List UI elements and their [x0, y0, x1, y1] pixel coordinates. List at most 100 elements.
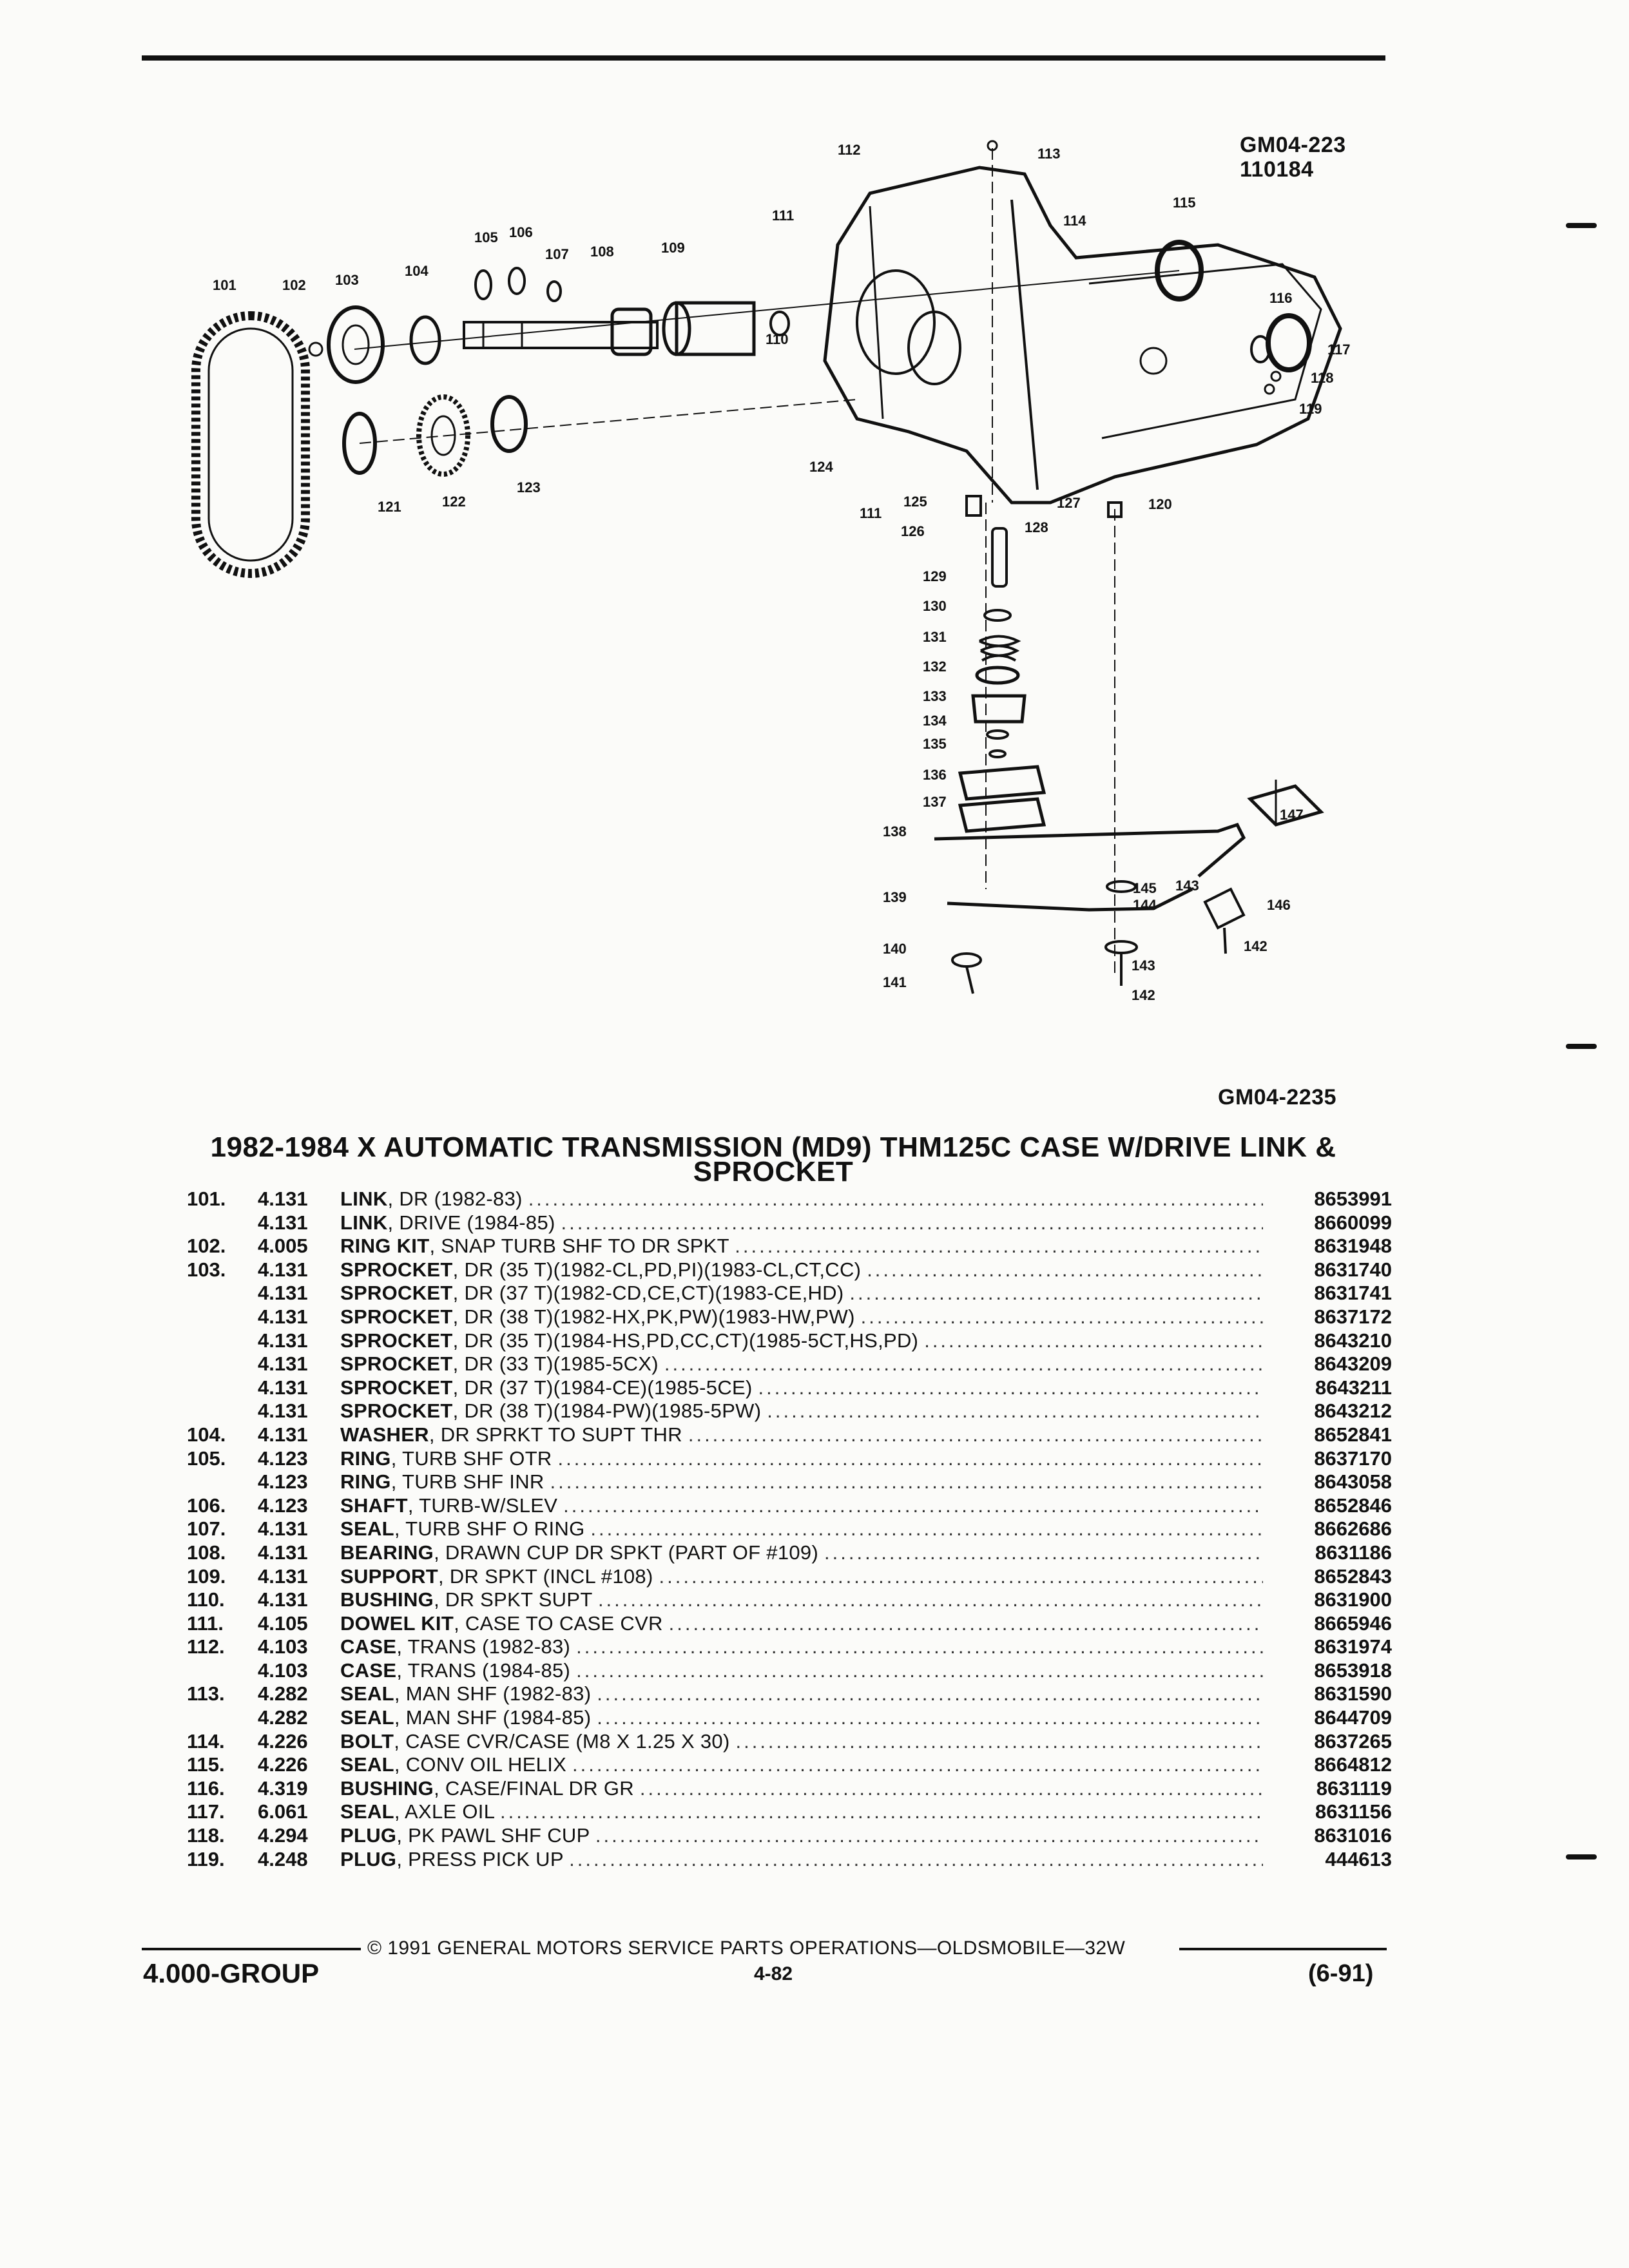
group-number: 4.123: [258, 1470, 308, 1494]
callout-106: 106: [509, 224, 533, 240]
part-detail: , AXLE OIL: [394, 1800, 495, 1823]
transmission-case-drawing: [823, 140, 1342, 505]
callout-103: 103: [335, 272, 359, 288]
ref-number: 102.: [187, 1235, 226, 1258]
ref-number: 107.: [187, 1517, 226, 1541]
part-name: RING: [340, 1470, 391, 1494]
callout-123: 123: [517, 479, 541, 495]
drive-chain-drawing: [191, 311, 310, 578]
leader-dots: ........................................…: [664, 1352, 1263, 1376]
part-number: 8631590: [1314, 1682, 1392, 1706]
section-title-line-1: 1982-1984 X AUTOMATIC TRANSMISSION (MD9)…: [210, 1131, 1336, 1163]
part-name: WASHER: [340, 1423, 429, 1446]
leader-dots: ........................................…: [824, 1541, 1263, 1564]
leader-dots: ........................................…: [563, 1494, 1263, 1517]
leader-dots: ........................................…: [597, 1706, 1263, 1729]
part-name: SPROCKET: [340, 1329, 453, 1352]
group-number: 4.131: [258, 1588, 308, 1611]
part-name: SEAL: [340, 1682, 394, 1706]
part-detail: , DR (35 T)(1982-CL,PD,PI)(1983-CL,CT,CC…: [452, 1258, 862, 1281]
ref-number: 119.: [187, 1847, 225, 1870]
footer-rule-right: [1179, 1948, 1387, 1950]
callout-134: 134: [923, 713, 947, 729]
part-number: 8631740: [1314, 1258, 1392, 1281]
callout-124: 124: [809, 459, 833, 475]
leader-dots: ........................................…: [569, 1847, 1263, 1870]
part-detail: , DR (35 T)(1984-HS,PD,CC,CT)(1985-5CT,H…: [452, 1329, 919, 1352]
callout-147: 147: [1280, 807, 1304, 823]
group-number: 4.131: [258, 1187, 308, 1210]
part-description: RING, TURB SHF INR .....................…: [340, 1470, 1263, 1494]
part-number: 444613: [1325, 1847, 1392, 1870]
part-description: SPROCKET, DR (38 T)(1982-HX,PK,PW)(1983-…: [340, 1305, 1263, 1329]
leader-dots: ........................................…: [867, 1258, 1263, 1281]
callout-101: 101: [213, 277, 236, 293]
callout-136: 136: [923, 767, 947, 783]
parts-row: 4.131 SPROCKET, DR (35 T)(1984-HS,PD,CC,C…: [187, 1329, 1392, 1353]
part-name: SPROCKET: [340, 1376, 453, 1399]
margin-mark: [1566, 1854, 1597, 1860]
part-number: 8631741: [1314, 1282, 1392, 1305]
ref-number: 106.: [187, 1494, 226, 1517]
part-name: RING KIT: [340, 1235, 430, 1258]
upper-shaft-parts-drawing: [308, 267, 1180, 384]
ref-number: 109.: [187, 1564, 226, 1588]
callout-132: 132: [923, 658, 947, 675]
group-number: 4.131: [258, 1211, 308, 1234]
ref-number: 116.: [187, 1776, 225, 1800]
part-description: RING KIT, SNAP TURB SHF TO DR SPKT .....…: [340, 1235, 1263, 1258]
group-number: 4.103: [258, 1635, 308, 1658]
figure-code: GM04-2235: [1218, 1085, 1337, 1110]
group-number: 4.282: [258, 1706, 308, 1729]
ref-number: 113.: [187, 1682, 225, 1706]
part-number: 8665946: [1314, 1611, 1392, 1635]
part-description: SPROCKET, DR (35 T)(1982-CL,PD,PI)(1983-…: [340, 1258, 1263, 1282]
group-number: 4.131: [258, 1329, 308, 1352]
part-number: 8631900: [1314, 1588, 1392, 1611]
part-number: 8643212: [1314, 1399, 1392, 1423]
lower-sprocket-parts-drawing: [342, 394, 858, 477]
ref-number: 108.: [187, 1541, 226, 1564]
part-detail: , DR (38 T)(1982-HX,PK,PW)(1983-HW,PW): [452, 1305, 855, 1328]
callout-143-lower: 143: [1132, 957, 1155, 974]
part-name: SPROCKET: [340, 1282, 453, 1305]
part-description: DOWEL KIT, CASE TO CASE CVR ............…: [340, 1612, 1263, 1636]
callout-113: 113: [1037, 146, 1061, 162]
part-description: SPROCKET, DR (35 T)(1984-HS,PD,CC,CT)(19…: [340, 1329, 1263, 1353]
part-name: SEAL: [340, 1800, 394, 1823]
parts-row: 4.123 RING, TURB SHF INR ................…: [187, 1470, 1392, 1494]
footer-rule-left: [142, 1948, 361, 1950]
part-description: SEAL, CONV OIL HELIX ...................…: [340, 1753, 1263, 1777]
leader-dots: ........................................…: [595, 1824, 1263, 1847]
part-number: 8637265: [1314, 1729, 1392, 1753]
callout-130: 130: [923, 598, 947, 614]
leader-dots: ........................................…: [668, 1611, 1263, 1635]
part-description: BEARING, DRAWN CUP DR SPKT (PART OF #109…: [340, 1541, 1263, 1565]
part-name: CASE: [340, 1658, 397, 1682]
part-number: 8653918: [1314, 1658, 1392, 1682]
callout-105: 105: [474, 229, 498, 245]
section-title-line-2: SPROCKET: [693, 1156, 854, 1187]
part-number: 8631186: [1315, 1541, 1392, 1564]
part-description: BUSHING, CASE/FINAL DR GR ..............…: [340, 1777, 1263, 1801]
part-detail: , DRAWN CUP DR SPKT (PART OF #109): [434, 1541, 819, 1564]
leader-dots: ........................................…: [528, 1187, 1263, 1210]
part-name: PLUG: [340, 1847, 397, 1870]
footer-group: 4.000-GROUP: [143, 1958, 320, 1988]
callout-138: 138: [883, 823, 907, 840]
part-number: 8662686: [1314, 1517, 1392, 1541]
callout-116: 116: [1269, 290, 1293, 306]
callout-143-upper: 143: [1175, 878, 1199, 894]
callout-125: 125: [903, 494, 927, 510]
part-name: SHAFT: [340, 1494, 408, 1517]
callout-122: 122: [442, 494, 466, 510]
ref-number: 114.: [187, 1729, 225, 1753]
ref-number: 101.: [187, 1187, 226, 1210]
